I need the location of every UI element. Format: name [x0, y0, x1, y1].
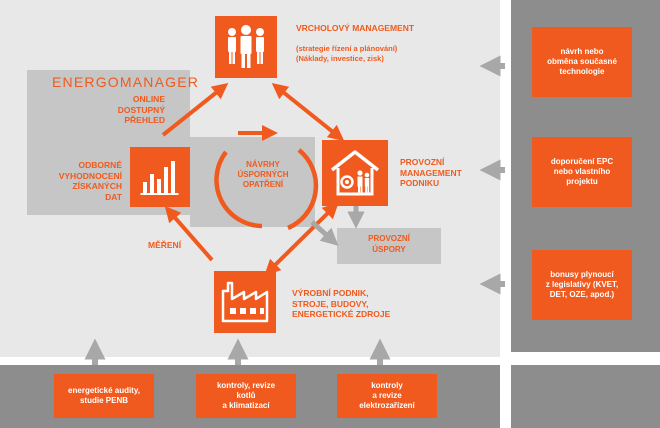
top-management-line1: (strategie řízení a plánování) — [296, 44, 398, 53]
arrow-production-to-evaluation — [164, 205, 214, 262]
right-box-2-line3: projektu — [566, 177, 598, 186]
top-management-box — [215, 16, 277, 78]
online-line1: ONLINE — [132, 94, 165, 104]
factory-icon — [221, 281, 269, 323]
right-box-3-line2: z legislativy (KVET, — [545, 280, 619, 289]
savings-line2: ÚSPORY — [372, 244, 406, 254]
measurement-label: MĚŘENÍ — [148, 240, 182, 250]
right-box-1-line3: technologie — [559, 67, 605, 76]
evaluation-box — [130, 147, 190, 207]
savings-label: PROVOZNÍ ÚSPORY — [337, 234, 441, 255]
production-line2: STROJE, BUDOVY, — [292, 298, 369, 309]
corner-panel — [511, 365, 660, 428]
bottom-box-2-line1: kontroly, revize — [216, 381, 276, 390]
bottom-box-electric: kontroly a revize elektrozařízení — [337, 374, 437, 418]
production-line1: VÝROBNÍ PODNIK, — [292, 288, 369, 298]
evaluation-line3: ZÍSKANÝCH DAT — [72, 181, 122, 202]
evaluation-label: ODBORNÉ VYHODNOCENÍ ZÍSKANÝCH DAT — [54, 160, 122, 202]
evaluation-line1: ODBORNÉ — [78, 160, 122, 170]
right-box-1-line1: návrh nebo — [560, 47, 604, 56]
evaluation-line2: VYHODNOCENÍ — [58, 170, 122, 181]
arrow-evaluation-to-top — [161, 83, 229, 137]
operations-box — [322, 140, 388, 206]
top-management-line2: (Náklady, investice, zisk) — [296, 54, 384, 63]
cycle-arc-right — [287, 148, 319, 231]
operations-line2: MANAGEMENT — [400, 167, 462, 178]
operations-line1: PROVOZNÍ — [400, 157, 445, 167]
bottom-box-3-line2: a revize — [372, 391, 402, 400]
production-line3: ENERGETICKÉ ZDROJE — [292, 309, 391, 319]
savings-box — [337, 228, 441, 264]
center-line3: OPATŘENÍ — [242, 180, 284, 189]
bottom-box-2-line3: a klimatizací — [222, 401, 270, 410]
bottom-box-3-line3: elektrozařízení — [359, 401, 415, 410]
center-line1: NÁVRHY — [246, 160, 280, 169]
bottom-box-boilers: kontroly, revize kotlů a klimatizací — [196, 374, 296, 418]
energomanager-title: ENERGOMANAGER — [52, 74, 200, 90]
operations-line3: PODNIKU — [400, 178, 440, 188]
bottom-box-3-line1: kontroly — [371, 381, 403, 390]
savings-line1: PROVOZNÍ — [368, 234, 410, 243]
production-box — [214, 271, 276, 333]
bottom-box-audits: energetické audity, studie PENB — [54, 374, 154, 418]
arrow-center-to-savings — [310, 220, 339, 246]
top-management-title: VRCHOLOVÝ MANAGEMENT — [296, 23, 415, 33]
bottom-box-2-line2: kotlů — [236, 391, 256, 400]
bottom-box-1-line1: energetické audity, — [68, 386, 140, 395]
online-line2: DOSTUPNÝ — [117, 104, 165, 115]
production-label: VÝROBNÍ PODNIK, STROJE, BUDOVY, ENERGETI… — [292, 288, 390, 320]
center-label: NÁVRHY ÚSPORNÝCH OPATŘENÍ — [226, 160, 300, 190]
right-box-3-line1: bonusy plynoucí — [550, 270, 614, 279]
top-management-desc: (strategie řízení a plánování) (Náklady,… — [296, 44, 397, 64]
cycle-arc-left — [214, 150, 263, 229]
bar-chart-icon — [140, 161, 179, 195]
right-box-1-line2: obměna současné — [547, 57, 617, 66]
arrow-operations-production — [264, 202, 339, 276]
right-box-legislation: bonusy plynoucí z legislativy (KVET, DET… — [532, 250, 632, 320]
right-box-3-line3: DET, OZE, apod.) — [549, 290, 615, 299]
online-line3: PŘEHLED — [124, 115, 165, 125]
online-label: ONLINE DOSTUPNÝ PŘEHLED — [105, 94, 165, 126]
people-group-icon — [228, 25, 264, 68]
house-people-icon — [330, 150, 380, 196]
right-box-technology: návrh nebo obměna současné technologie — [532, 27, 632, 97]
right-box-2-line1: doporučení EPC — [550, 157, 614, 166]
center-line2: ÚSPORNÝCH — [237, 170, 289, 179]
bottom-box-1-line2: studie PENB — [79, 396, 128, 405]
operations-label: PROVOZNÍ MANAGEMENT PODNIKU — [400, 157, 462, 189]
arrow-top-operations — [271, 83, 345, 141]
right-box-2-line2: nebo vlastního — [553, 167, 611, 176]
right-box-epc: doporučení EPC nebo vlastního projektu — [532, 137, 632, 207]
